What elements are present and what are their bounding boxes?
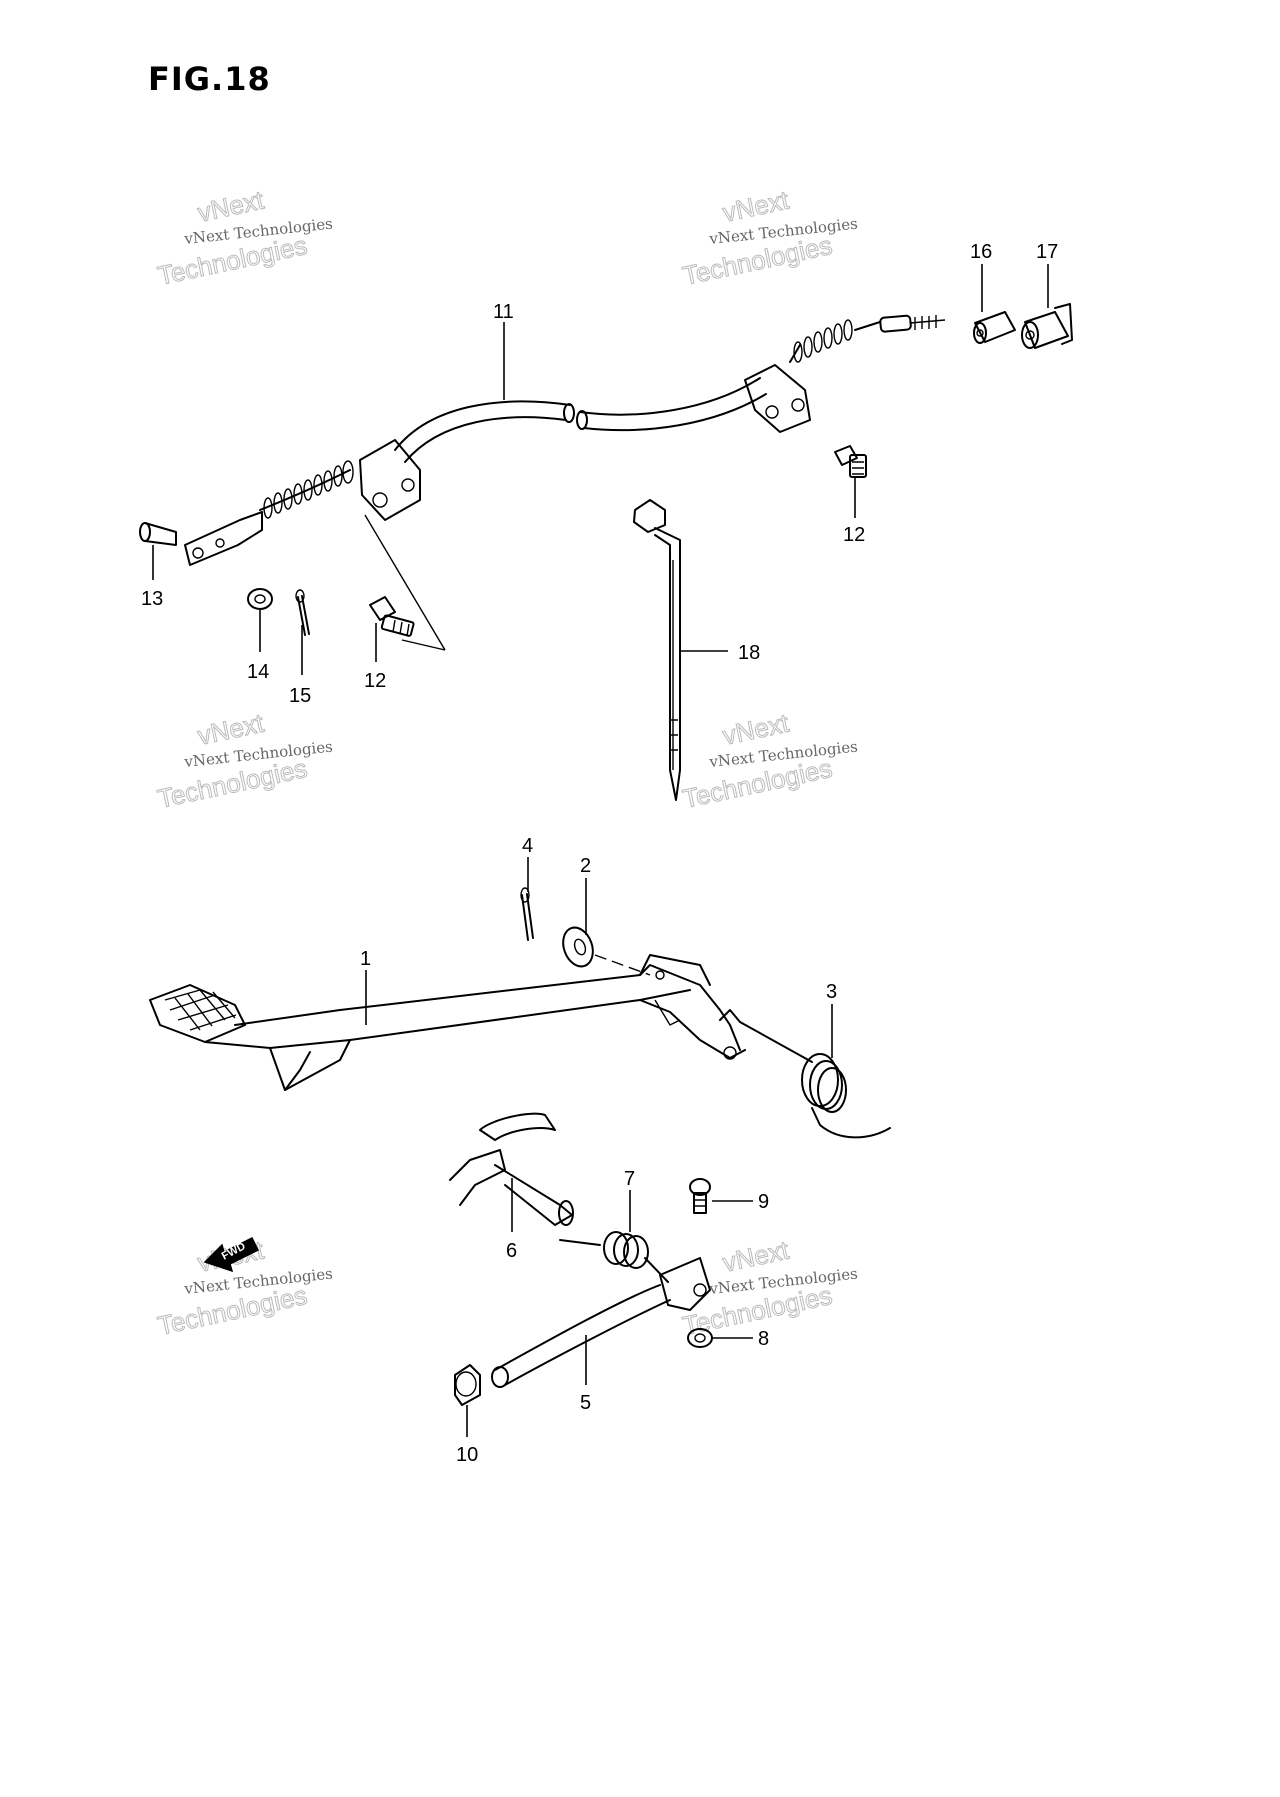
watermark-line1: vNext: [195, 185, 267, 228]
part-14-washer: [247, 588, 273, 610]
callout-labels: 11 16 17 12 13 14 15 12 18 4 2 1 3 7 9 6…: [141, 241, 1058, 1466]
callout-16: 16: [970, 241, 992, 263]
figure-title: FIG.18: [148, 60, 271, 98]
part-2-washer: [562, 926, 651, 976]
leader-lines: [152, 264, 1049, 1437]
callout-7: 7: [624, 1168, 635, 1190]
watermark-line1: vNext: [720, 185, 792, 228]
part-17-adjuster: [1021, 303, 1073, 349]
callout-9: 9: [758, 1191, 769, 1213]
part-10-cap: [454, 1364, 481, 1406]
callout-1: 1: [360, 948, 371, 970]
watermark-line1: vNext: [720, 708, 792, 751]
callout-18: 18: [738, 642, 760, 664]
part-4-cotter-pin: [520, 887, 534, 941]
part-16-nut: [973, 311, 1016, 344]
callout-5: 5: [580, 1392, 591, 1414]
part-6-pedal-shaft: [449, 1112, 574, 1226]
watermark-top-left: vNext vNext Technologies Technologies: [155, 184, 334, 291]
part-11-brake-cable: [184, 314, 946, 651]
watermark-mid-right: vNext vNext Technologies Technologies: [680, 707, 859, 814]
part-12-bolt-right: [834, 445, 867, 478]
callout-13: 13: [141, 588, 163, 610]
callout-15: 15: [289, 685, 311, 707]
watermark-line1: vNext: [720, 1235, 792, 1278]
part-18-cable-tie: [633, 499, 681, 801]
part-7-torsion-spring: [559, 1231, 669, 1283]
part-3-return-spring: [719, 1009, 891, 1139]
callout-12-right: 12: [843, 524, 865, 546]
part-12-bolt-left: [369, 596, 415, 637]
callout-4: 4: [522, 835, 533, 857]
callout-8: 8: [758, 1328, 769, 1350]
callout-6: 6: [506, 1240, 517, 1262]
watermark-bottom-right: vNext vNext Technologies Technologies: [680, 1234, 859, 1341]
callout-14: 14: [247, 661, 269, 683]
part-13-clevis-pin: [139, 522, 177, 546]
part-5-brake-rod: [491, 1257, 711, 1388]
callout-3: 3: [826, 981, 837, 1003]
watermark-top-right: vNext vNext Technologies Technologies: [680, 184, 859, 291]
part-15-cotter-pin: [295, 589, 310, 636]
watermark-mid-left: vNext vNext Technologies Technologies: [155, 707, 334, 814]
callout-10: 10: [456, 1444, 478, 1466]
part-9-bolt: [689, 1178, 711, 1214]
callout-11: 11: [493, 301, 514, 323]
callout-17: 17: [1036, 241, 1058, 263]
watermark-line1: vNext: [195, 708, 267, 751]
part-1-brake-pedal: [149, 954, 746, 1091]
callout-2: 2: [580, 855, 591, 877]
callout-12-left: 12: [364, 670, 386, 692]
